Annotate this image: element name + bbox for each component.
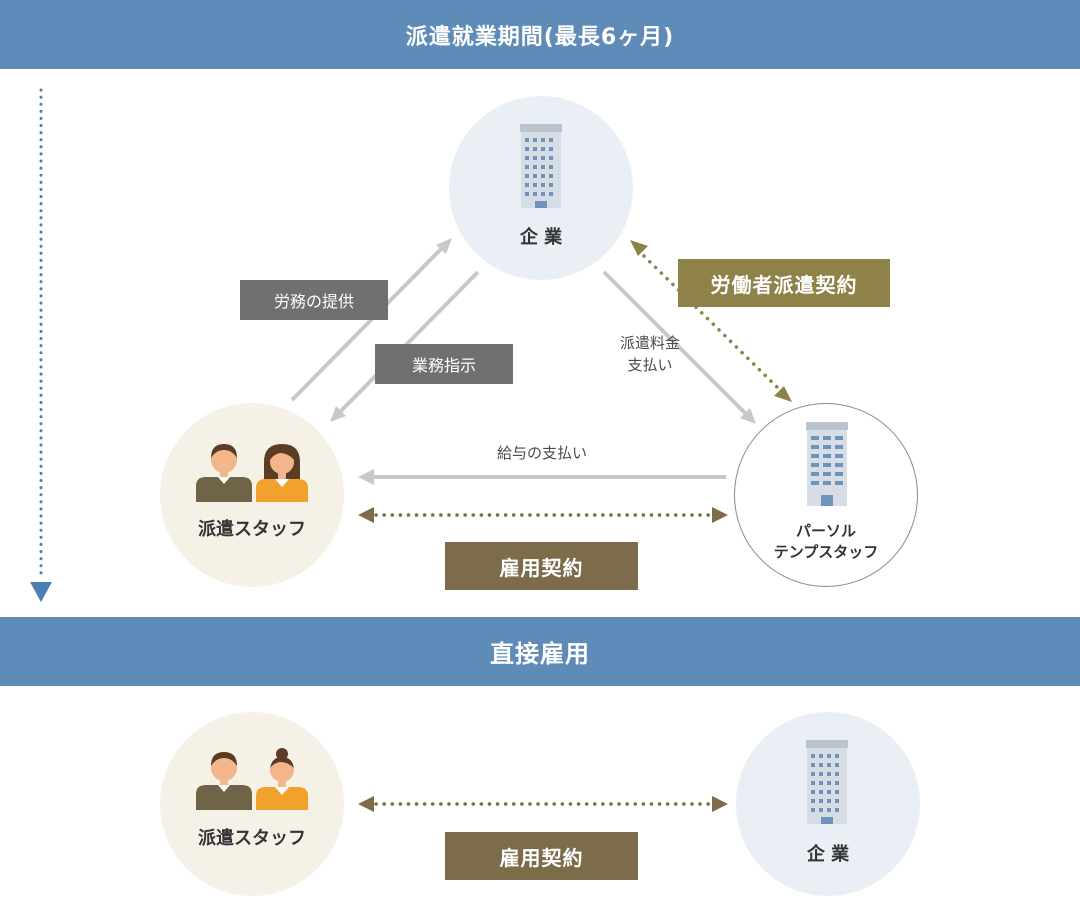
building-icon [520,124,562,208]
building-icon [806,740,848,824]
dispatch-fee-arrow [602,270,750,418]
staff-label: 派遣スタッフ [198,519,306,540]
dispatch-contract-arrow [642,254,782,392]
direct-employment-contract-tag: 雇用契約 [445,832,638,880]
worker-dispatch-contract-tag: 労働者派遣契約 [678,259,890,307]
labor-provision-tag: 労務の提供 [240,280,388,320]
dispatch-fee-label-line1: 派遣料金 [619,334,680,352]
timeline-arrowhead [30,582,52,602]
company-label: 企 業 [519,227,563,248]
dispatch-period-title: 派遣就業期間(最長6ヶ月) [405,24,675,50]
employment-contract-tag: 雇用契約 [445,542,638,590]
salary-payment-label: 給与の支払い [496,444,587,462]
agency-label-line1: パーソル [795,522,856,540]
labor-provision-arrow [290,242,448,402]
direct-company-label: 企 業 [806,844,850,865]
people-icon [196,748,308,810]
direct-staff-label: 派遣スタッフ [198,828,306,849]
dispatch-fee-label-line2: 支払い [627,356,673,374]
building-icon [806,422,848,506]
people-icon [196,444,308,502]
direct-employment-title: 直接雇用 [490,640,590,668]
dispatch-period-header: 派遣就業期間(最長6ヶ月) [0,0,1080,69]
direct-employment-header: 直接雇用 [0,617,1080,686]
agency-label-line2: テンプスタッフ [773,543,879,561]
work-instruction-tag: 業務指示 [375,344,513,384]
